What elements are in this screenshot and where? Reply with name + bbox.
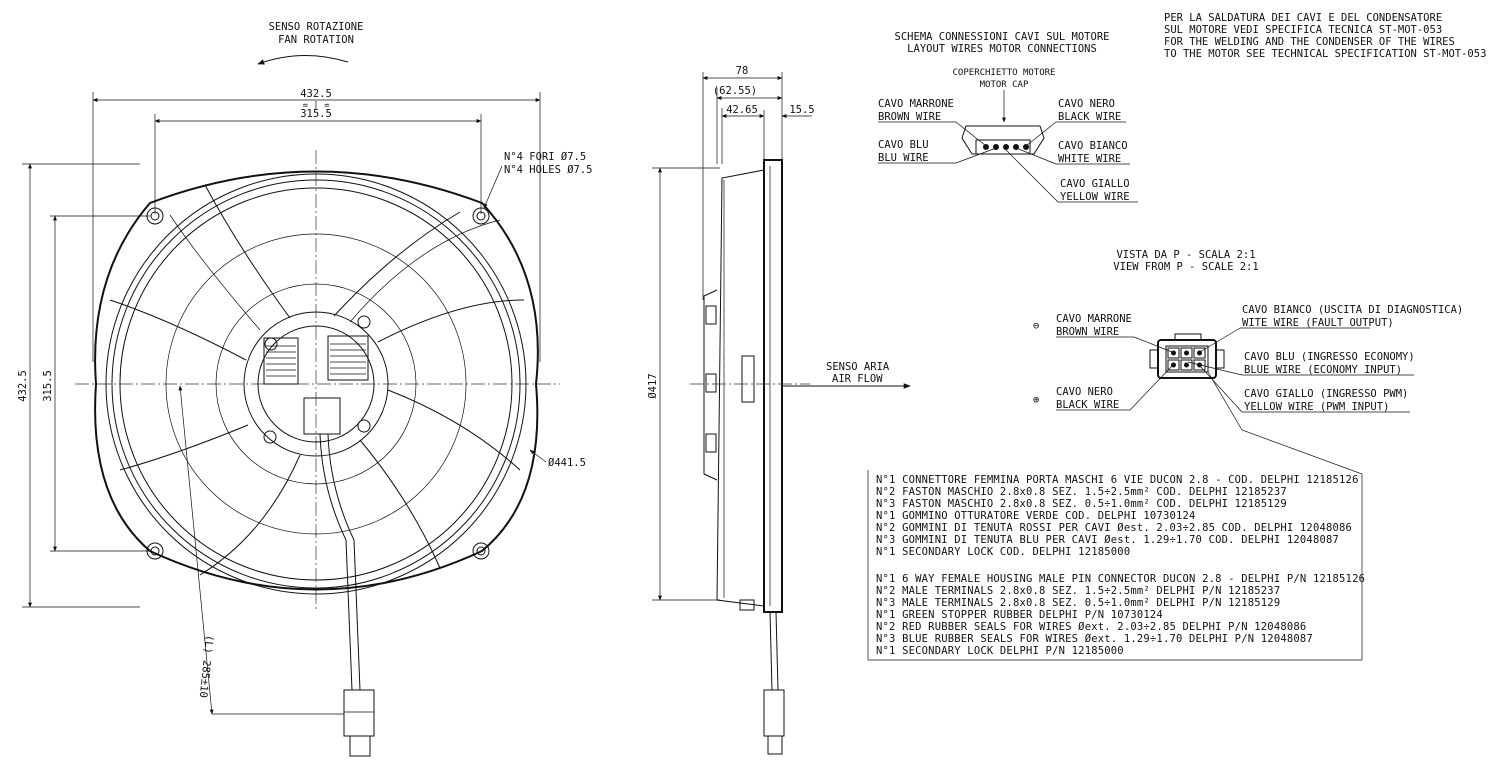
cap-black-en: BLACK WIRE <box>1058 111 1121 123</box>
parts-en-2: N°2 MALE TERMINALS 2.8x0.8 SEZ. 1.5÷2.5m… <box>876 585 1280 597</box>
fan-frame <box>94 170 539 595</box>
fan-spokes <box>109 184 525 576</box>
p-yellow-en: YELLOW WIRE (PWM INPUT) <box>1244 401 1389 413</box>
p-black-it: CAVO NERO <box>1056 386 1113 398</box>
holes-note-en: N°4 HOLES Ø7.5 <box>504 164 593 176</box>
welding-note-line-4: TO THE MOTOR SEE TECHNICAL SPECIFICATION… <box>1164 48 1486 60</box>
welding-note-line-2: SUL MOTORE VEDI SPECIFICA TECNICA ST-MOT… <box>1164 24 1442 36</box>
view-p-title-it: VISTA DA P - SCALA 2:1 <box>1116 249 1255 261</box>
overall-width-value: 432.5 <box>300 88 332 100</box>
parts-it-1: N°1 CONNETTORE FEMMINA PORTA MASCHI 6 VI… <box>876 474 1359 486</box>
view-p-title-en: VIEW FROM P - SCALE 2:1 <box>1113 261 1258 273</box>
side-cable <box>763 611 785 755</box>
parts-en-3: N°3 MALE TERMINALS 2.8x0.8 SEZ. 0.5÷1.0m… <box>876 597 1280 609</box>
fan-side-profile <box>703 159 783 613</box>
airflow-label-en: AIR FLOW <box>832 373 883 385</box>
side-view: 78 (62.55) 42.65 15.5 Ø417 <box>647 65 911 755</box>
parts-it-4: N°1 GOMMINO OTTURATORE VERDE COD. DELPHI… <box>876 510 1196 522</box>
cap-blue-it: CAVO BLU <box>878 139 929 151</box>
positive-terminal-symbol: ⊕ <box>1033 394 1039 406</box>
parts-it-5: N°2 GOMMINI DI TENUTA ROSSI PER CAVI Øes… <box>876 522 1352 534</box>
cap-white-it: CAVO BIANCO <box>1058 140 1128 152</box>
cap-brown-it: CAVO MARRONE <box>878 98 954 110</box>
parts-list: N°1 CONNETTORE FEMMINA PORTA MASCHI 6 VI… <box>867 470 1365 661</box>
parts-en-5: N°2 RED RUBBER SEALS FOR WIRES Øext. 2.0… <box>876 621 1306 633</box>
p-black-en: BLACK WIRE <box>1056 399 1119 411</box>
parts-en-6: N°3 BLUE RUBBER SEALS FOR WIRES Øext. 1.… <box>876 633 1313 645</box>
parts-it-2: N°2 FASTON MASCHIO 2.8x0.8 SEZ. 1.5÷2.5m… <box>876 486 1287 498</box>
motor-vent-slots-left <box>266 345 296 377</box>
airflow-label-it: SENSO ARIA <box>826 361 890 373</box>
motor-cap-block <box>961 125 1045 155</box>
motor-hub <box>263 315 371 444</box>
parts-it-6: N°3 GOMMINI DI TENUTA BLU PER CAVI Øest.… <box>876 534 1339 546</box>
cap-white-en: WHITE WIRE <box>1058 153 1121 165</box>
fan-rotation-arrow <box>257 55 349 65</box>
motor-cap-label-it: COPERCHIETTO MOTORE <box>953 68 1056 78</box>
welding-note-line-3: FOR THE WELDING AND THE CONDENSER OF THE… <box>1164 36 1455 48</box>
front-view: SENSO ROTAZIONE FAN ROTATION 432.5 = | =… <box>17 21 593 757</box>
cap-black-it: CAVO NERO <box>1058 98 1115 110</box>
cap-blue-en: BLU WIRE <box>878 152 929 164</box>
p-blue-it: CAVO BLU (INGRESSO ECONOMY) <box>1244 351 1415 363</box>
dimension-overall-width <box>92 92 541 362</box>
welding-note-line-1: PER LA SALDATURA DEI CAVI E DEL CONDENSA… <box>1164 12 1442 24</box>
p-brown-it: CAVO MARRONE <box>1056 313 1132 325</box>
hole-height-value: 315.5 <box>42 370 54 402</box>
p-brown-en: BROWN WIRE <box>1056 326 1119 338</box>
cap-brown-en: BROWN WIRE <box>878 111 941 123</box>
equal-symbol: = | = <box>302 101 330 111</box>
p-blue-en: BLUE WIRE (ECONOMY INPUT) <box>1244 364 1402 376</box>
overall-height-value: 432.5 <box>17 370 29 402</box>
motor-cap-label-en: MOTOR CAP <box>980 80 1029 90</box>
view-from-p: VISTA DA P - SCALA 2:1 VIEW FROM P - SCA… <box>1033 249 1463 660</box>
p-white-en: WITE WIRE (FAULT OUTPUT) <box>1242 317 1394 329</box>
body-dimension: 42.65 <box>726 104 758 116</box>
mounting-holes <box>146 207 490 560</box>
cable-length-value: (L) 285±10 <box>197 634 216 698</box>
wiring-title-en: LAYOUT WIRES MOTOR CONNECTIONS <box>907 43 1097 55</box>
parts-en-7: N°1 SECONDARY LOCK DELPHI P/N 12185000 <box>876 645 1124 657</box>
depth-reference-dimension: (62.55) <box>713 85 757 97</box>
fan-rotation-label-en: FAN ROTATION <box>278 34 354 46</box>
negative-terminal-symbol: ⊖ <box>1033 320 1039 332</box>
welding-note: PER LA SALDATURA DEI CAVI E DEL CONDENSA… <box>1164 12 1486 60</box>
cap-yellow-en: YELLOW WIRE <box>1060 191 1130 203</box>
dimension-cable-length <box>178 385 344 715</box>
wiring-title-it: SCHEMA CONNESSIONI CAVI SUL MOTORE <box>895 31 1110 43</box>
motor-cable <box>319 433 375 757</box>
parts-en-4: N°1 GREEN STOPPER RUBBER DELPHI P/N 1073… <box>876 609 1163 621</box>
p-white-it: CAVO BIANCO (USCITA DI DIAGNOSTICA) <box>1242 304 1463 316</box>
parts-en-1: N°1 6 WAY FEMALE HOUSING MALE PIN CONNEC… <box>876 573 1365 585</box>
depth-dimension: 78 <box>736 65 749 77</box>
parts-it-3: N°3 FASTON MASCHIO 2.8x0.8 SEZ. 0.5÷1.0m… <box>876 498 1287 510</box>
side-diameter-value: Ø417 <box>647 373 659 398</box>
dimension-hole-width <box>154 114 482 214</box>
wiring-schematic: SCHEMA CONNESSIONI CAVI SUL MOTORE LAYOU… <box>878 31 1138 203</box>
cap-yellow-it: CAVO GIALLO <box>1060 178 1130 190</box>
dimension-overall-height <box>22 163 150 608</box>
holes-note-it: N°4 FORI Ø7.5 <box>504 151 586 163</box>
frame-diameter-value: Ø441.5 <box>548 457 586 469</box>
p-yellow-it: CAVO GIALLO (INGRESSO PWM) <box>1244 388 1408 400</box>
connector-6-way <box>1149 333 1225 379</box>
hole-width-value: 315.5 <box>300 108 332 120</box>
parts-it-7: N°1 SECONDARY LOCK COD. DELPHI 12185000 <box>876 546 1130 558</box>
fan-rotation-label-it: SENSO ROTAZIONE <box>269 21 364 33</box>
frame-dimension: 15.5 <box>789 104 814 116</box>
motor-vent-slots-right <box>330 343 366 375</box>
